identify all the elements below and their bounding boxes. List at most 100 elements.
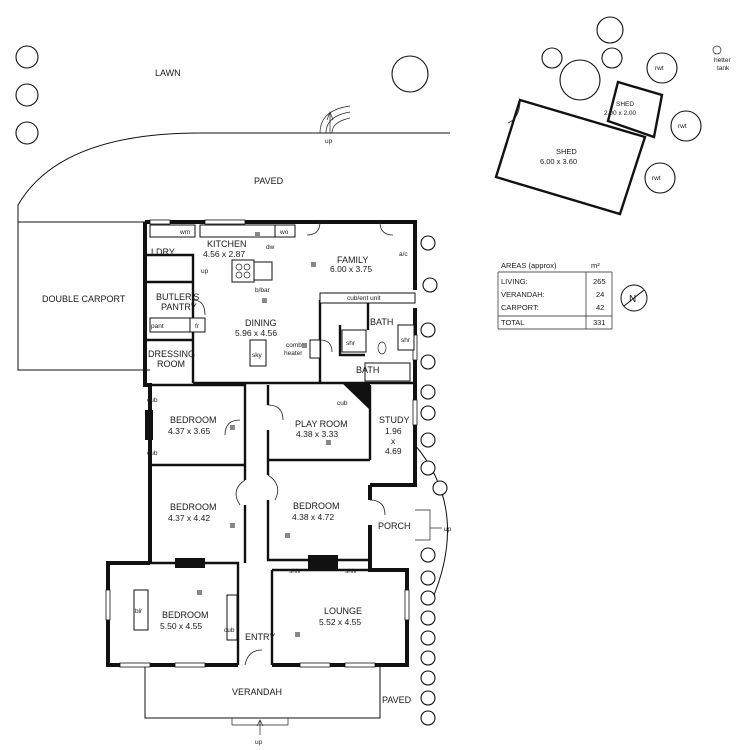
- paved-top-label: PAVED: [254, 176, 284, 186]
- bedroom-4-name: BEDROOM: [162, 610, 209, 620]
- tree-icon: [559, 59, 601, 101]
- bedroom-1-dims: 4.37 x 3.65: [168, 426, 210, 436]
- areas-row-value: 265: [593, 277, 606, 286]
- lounge-dims: 5.52 x 4.55: [319, 617, 361, 627]
- rwt-tank-icon: [646, 52, 678, 84]
- rwt-label-1: rwt: [655, 65, 664, 72]
- dressing-room-line1: DRESSING: [148, 349, 195, 359]
- butlers-pantry-line2: PANTRY: [161, 302, 197, 312]
- lounge-name: LOUNGE: [324, 606, 362, 616]
- palm-icon: [420, 354, 436, 370]
- lawn-label: LAWN: [155, 68, 181, 78]
- shr-label-2: shr: [401, 337, 411, 344]
- tree-icon: [15, 45, 39, 69]
- rwt-tank-icon: [644, 162, 676, 194]
- shrub-icon: [420, 547, 436, 563]
- study-dim-a: 1.96: [385, 426, 402, 436]
- wo-label: wo: [279, 229, 289, 236]
- cub-bed1-label-b: cub: [147, 450, 158, 457]
- shrub-icon: [420, 650, 436, 666]
- shrub-icon: [420, 570, 436, 586]
- hetter-tank-label-1: hetter: [714, 57, 731, 64]
- shrub-icon: [420, 710, 436, 726]
- up-lawn-label: up: [325, 138, 333, 145]
- tree-icon: [391, 55, 429, 93]
- up-verandah-label: up: [255, 739, 263, 746]
- palm-icon: [420, 405, 436, 421]
- butlers-pantry-line1: BUTLER'S: [156, 292, 199, 302]
- ac-label: a/c: [399, 251, 408, 258]
- power-points: [197, 232, 331, 637]
- dining-dims: 5.96 x 4.56: [235, 328, 277, 338]
- door-swings: [192, 221, 394, 666]
- bedroom-2-dims: 4.37 x 4.42: [168, 513, 210, 523]
- svg-text:N: N: [629, 294, 636, 305]
- shlv-label-1: shlv: [289, 568, 301, 575]
- dw-label: dw: [266, 244, 275, 251]
- tree-icon: [596, 16, 624, 44]
- palm-icon: [420, 322, 436, 338]
- bath-top-name: BATH: [370, 317, 393, 327]
- palm-icon: [420, 460, 436, 476]
- shr-label-1: shr: [346, 340, 356, 347]
- windows: [105, 219, 418, 668]
- palm-tree-icons: [420, 235, 448, 726]
- palm-icon: [432, 480, 448, 496]
- shed-large-name: SHED: [556, 147, 577, 156]
- dressing-room-line2: ROOM: [157, 359, 185, 369]
- comb-heater-label-2: heater: [284, 350, 303, 357]
- rwt-tank-icon: [670, 110, 702, 142]
- fireplaces: [145, 383, 370, 570]
- outbuildings: [494, 52, 702, 216]
- paved-bottom-label: PAVED: [382, 695, 412, 705]
- areas-table: AREAS (approx) m² LIVING: 265 VERANDAH: …: [497, 261, 613, 330]
- porch-steps: [415, 509, 442, 541]
- bedroom-3-name: BEDROOM: [293, 501, 340, 511]
- shed-small-name: SHED: [616, 101, 634, 108]
- play-room-name: PLAY ROOM: [295, 419, 348, 429]
- verandah: [144, 667, 381, 735]
- porch-name: PORCH: [378, 521, 411, 531]
- fr-label: fr: [195, 323, 200, 330]
- tree-icon: [15, 121, 39, 145]
- family-dims: 6.00 x 3.75: [330, 264, 372, 274]
- verandah-name: VERANDAH: [232, 687, 282, 697]
- palm-icon: [420, 432, 436, 448]
- study-dim-x: x: [391, 436, 396, 446]
- shlv-label-2: shlv: [345, 568, 357, 575]
- areas-row-label: CARPORT:: [501, 303, 539, 312]
- kitchen-dims: 4.56 x 2.87: [203, 249, 245, 259]
- areas-row-label: LIVING:: [501, 277, 528, 286]
- kitchen-fixtures: [133, 224, 416, 641]
- bedroom-4-dims: 5.50 x 4.55: [160, 621, 202, 631]
- bedroom-3-dims: 4.38 x 4.72: [292, 512, 334, 522]
- areas-row-label: VERANDAH:: [501, 290, 545, 299]
- hetter-tank-label-2: tank: [717, 65, 730, 72]
- shrub-icon: [420, 590, 436, 606]
- cub-bed4-label: cub: [224, 627, 235, 634]
- shed-large-dims: 6.00 x 3.60: [540, 157, 577, 166]
- study-dim-b: 4.69: [385, 446, 402, 456]
- bbar-label: b/bar: [255, 287, 271, 294]
- bath-bottom-name: BATH: [356, 365, 379, 375]
- cub-play-label: cub: [337, 400, 348, 407]
- family-name: FAMILY: [337, 255, 368, 265]
- up-porch-label: up: [444, 526, 452, 533]
- tree-icon: [601, 47, 623, 69]
- wm-label: wm: [179, 229, 190, 236]
- areas-row-value: 24: [596, 290, 604, 299]
- kitchen-name: KITCHEN: [207, 239, 247, 249]
- rwt-label-3: rwt: [652, 175, 661, 182]
- comb-heater-label-1: comb: [286, 342, 302, 349]
- tree-icon: [541, 47, 563, 69]
- bedroom-2-name: BEDROOM: [170, 502, 217, 512]
- up-laundry-label: up: [201, 268, 209, 275]
- tree-icons-left: [15, 16, 624, 145]
- shrub-icon: [420, 670, 436, 686]
- areas-total-label: TOTAL: [501, 318, 524, 327]
- blr-label: blr: [135, 608, 143, 615]
- cub-ent-unit-label: cub/ent unit: [347, 295, 381, 302]
- study-name: STUDY: [379, 415, 410, 425]
- palm-icon: [420, 384, 436, 400]
- palm-icon: [422, 277, 438, 293]
